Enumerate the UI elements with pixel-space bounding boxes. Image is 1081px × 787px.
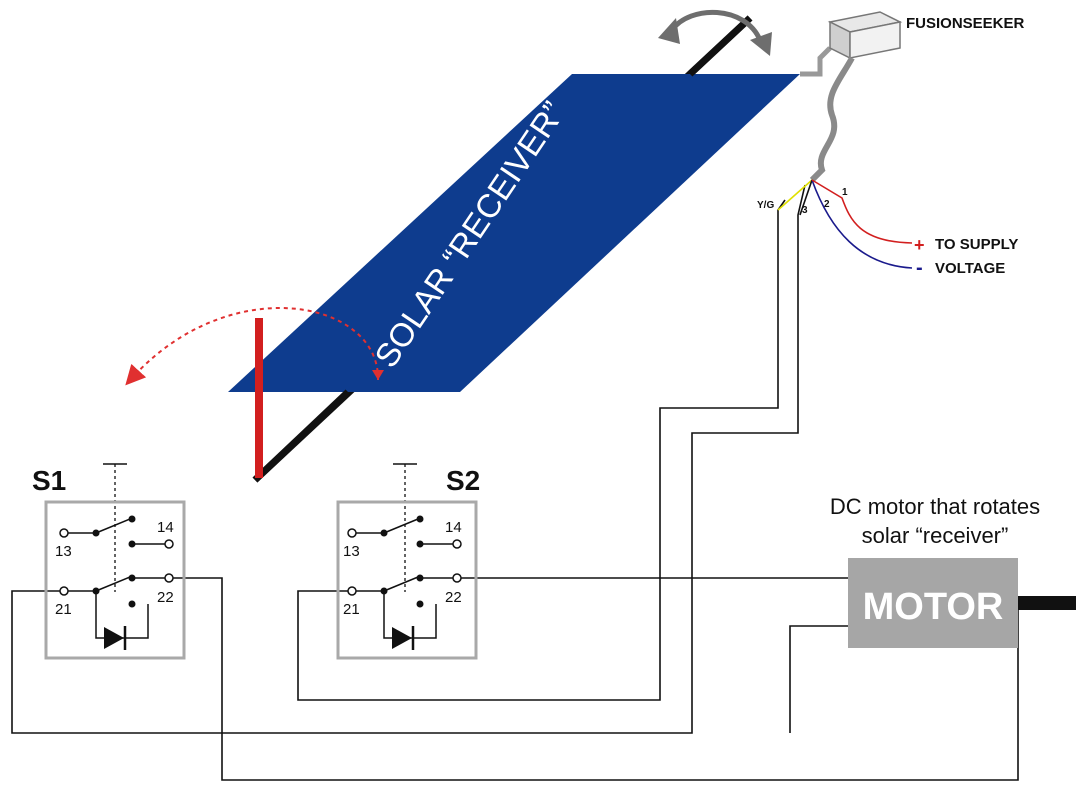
s1-terminal-14: 14 (157, 519, 174, 536)
motor-label: MOTOR (863, 586, 1004, 628)
circuit-wires (11, 184, 1019, 781)
wire-label-3: 3 (802, 205, 808, 216)
wire-3 (799, 179, 813, 216)
wire-motor-in (789, 625, 848, 733)
s2-terminal-21: 21 (343, 601, 360, 618)
s2-terminal-14: 14 (445, 519, 462, 536)
wire-s2-21 (297, 199, 786, 701)
wire-s1-21 (11, 184, 806, 734)
supply-line2: VOLTAGE (935, 260, 1005, 277)
wire-yg (777, 179, 813, 211)
s2-terminal-13: 13 (343, 543, 360, 560)
s2-housing (336, 500, 478, 660)
dc-motor: MOTOR (848, 558, 1076, 648)
switch-s2: S2 13 14 21 22 (336, 463, 480, 660)
wire-1 (811, 179, 913, 244)
rotation-arc-dotted (125, 307, 380, 386)
s1-terminal-13: 13 (55, 543, 72, 560)
motor-caption-line2: solar “receiver” (862, 523, 1009, 548)
rotation-rod-lower (252, 389, 351, 483)
supply-minus: - (916, 257, 923, 279)
solar-panel (228, 74, 800, 392)
s1-diode-icon (104, 627, 124, 649)
switch-s1-name: S1 (32, 465, 66, 496)
switch-s2-name: S2 (446, 465, 480, 496)
wire-s1-22 (170, 577, 1019, 781)
rotation-rod-upper (687, 15, 753, 77)
motor-body (848, 558, 1018, 648)
supply-line1: TO SUPPLY (935, 236, 1018, 253)
wire-label-1: 1 (842, 187, 848, 198)
sensor-name: FUSIONSEEKER (906, 15, 1025, 32)
wire-label-yg: Y/G (757, 200, 774, 211)
switch-s1: S1 13 14 21 22 (32, 463, 186, 660)
s1-terminal-21: 21 (55, 601, 72, 618)
s2-diode-icon (392, 627, 412, 649)
rotation-arrow-top (658, 9, 772, 56)
motor-caption-line1: DC motor that rotates (830, 494, 1040, 519)
sensor-wires (777, 179, 913, 269)
wire-2 (811, 179, 913, 269)
motor-shaft (1016, 596, 1076, 610)
sensor-cable (809, 56, 855, 183)
fusionseeker-sensor (827, 11, 903, 60)
sensor-bracket (800, 46, 832, 77)
s1-housing (44, 500, 186, 660)
s2-terminal-22: 22 (445, 589, 462, 606)
rotation-arc-dotted-tip (372, 370, 384, 380)
wire-label-2: 2 (824, 199, 830, 210)
supply-plus: + (914, 235, 925, 255)
s1-terminal-22: 22 (157, 589, 174, 606)
